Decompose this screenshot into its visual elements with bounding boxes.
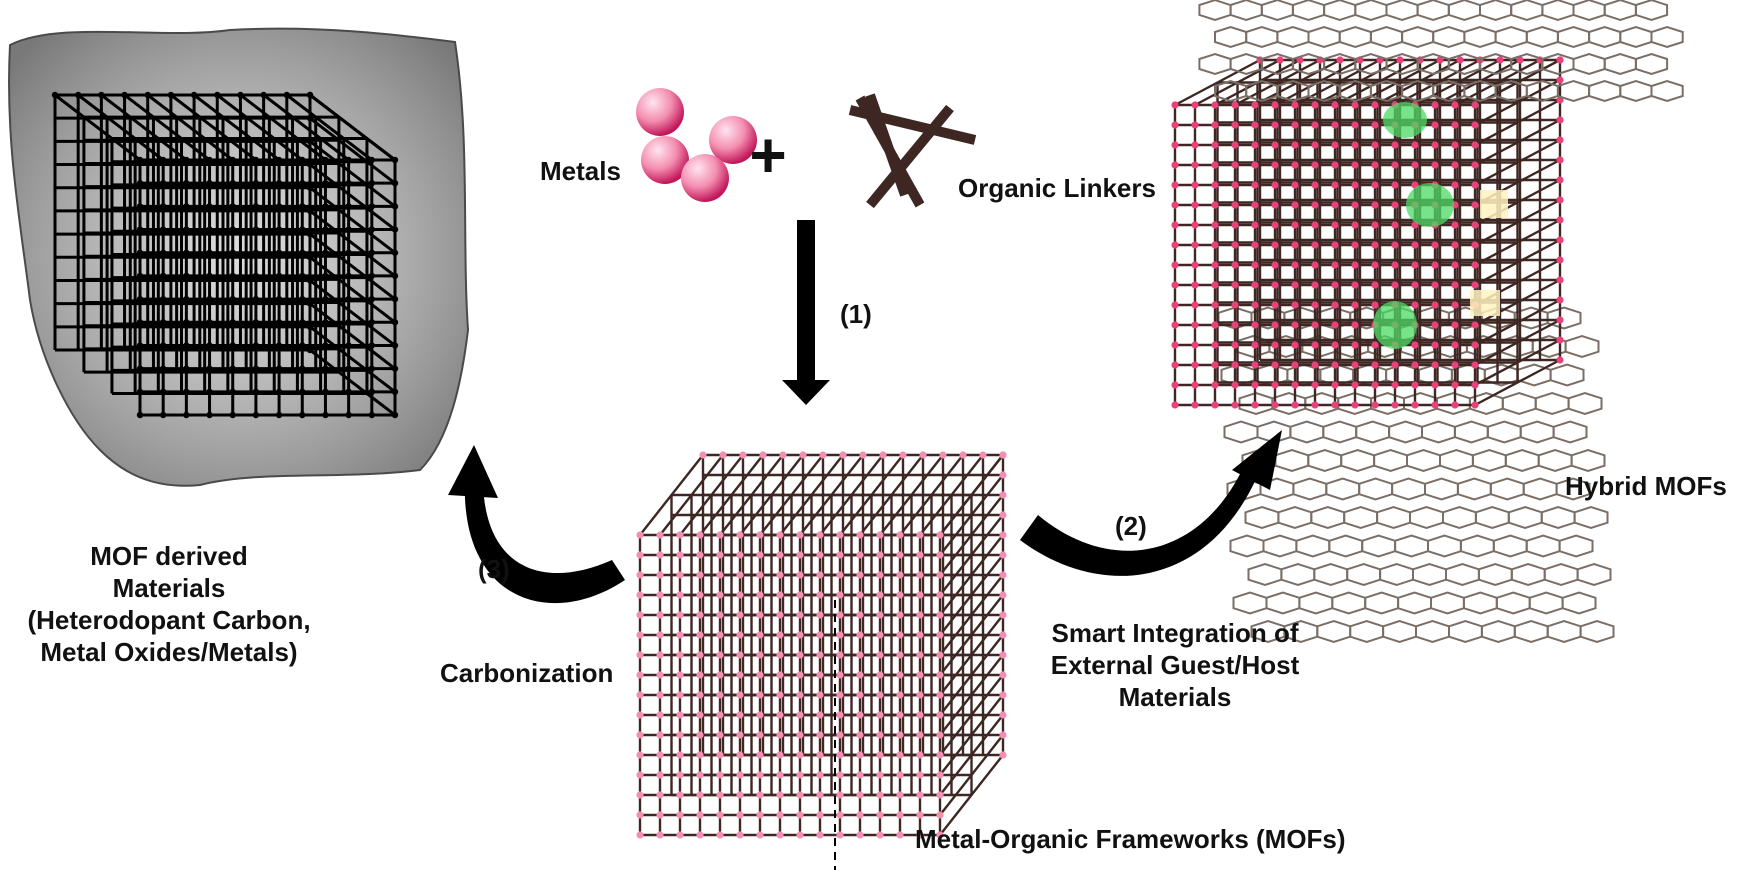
metal-sphere — [681, 154, 729, 202]
mofs-label: Metal-Organic Frameworks (MOFs) — [915, 824, 1346, 854]
hybrid-lattice — [1171, 56, 1564, 409]
plus-sign: + — [749, 119, 786, 191]
mof-derived-material-cube — [8, 27, 470, 487]
mof-derived-line-2: Materials — [112, 573, 226, 603]
step-2-label: (2) — [1115, 511, 1147, 541]
synthesis-arrow — [782, 220, 830, 405]
metals-label: Metals — [540, 156, 621, 186]
mof-derived-line-1: MOF derived — [90, 541, 248, 571]
smart-integration-line-2: External Guest/Host — [1050, 650, 1300, 680]
metal-sphere — [636, 88, 684, 136]
mof-derived-line-4: Metal Oxides/Metals) — [40, 637, 298, 667]
smart-integration-line-1: Smart Integration of — [1051, 618, 1299, 648]
integration-arrow — [1020, 430, 1282, 576]
graphene-sheet-top — [1198, 0, 1684, 102]
step-1-label: (1) — [840, 299, 872, 329]
mof-lattice-cube — [636, 451, 1007, 870]
smart-integration-label: Smart Integration of External Guest/Host… — [1030, 617, 1320, 713]
carbonization-arrow — [448, 445, 625, 604]
metal-sphere — [641, 136, 689, 184]
guest-particles — [1373, 102, 1508, 349]
metal-spheres — [636, 88, 757, 202]
hybrid-mof-cube — [1171, 0, 1684, 644]
step-3-label: (3) — [478, 554, 510, 584]
hybrid-mofs-label: Hybrid MOFs — [1565, 471, 1727, 501]
derived-lattice — [51, 91, 399, 419]
metal-sphere — [709, 116, 757, 164]
carbonization-label: Carbonization — [440, 658, 614, 688]
smart-integration-line-3: Materials — [1118, 682, 1232, 712]
mof-derived-label: MOF derived Materials (Heterodopant Carb… — [0, 540, 338, 668]
organic-linker-sticks — [848, 93, 977, 209]
mof-derived-line-3: (Heterodopant Carbon, — [27, 605, 311, 635]
organic-linkers-label: Organic Linkers — [958, 173, 1156, 203]
